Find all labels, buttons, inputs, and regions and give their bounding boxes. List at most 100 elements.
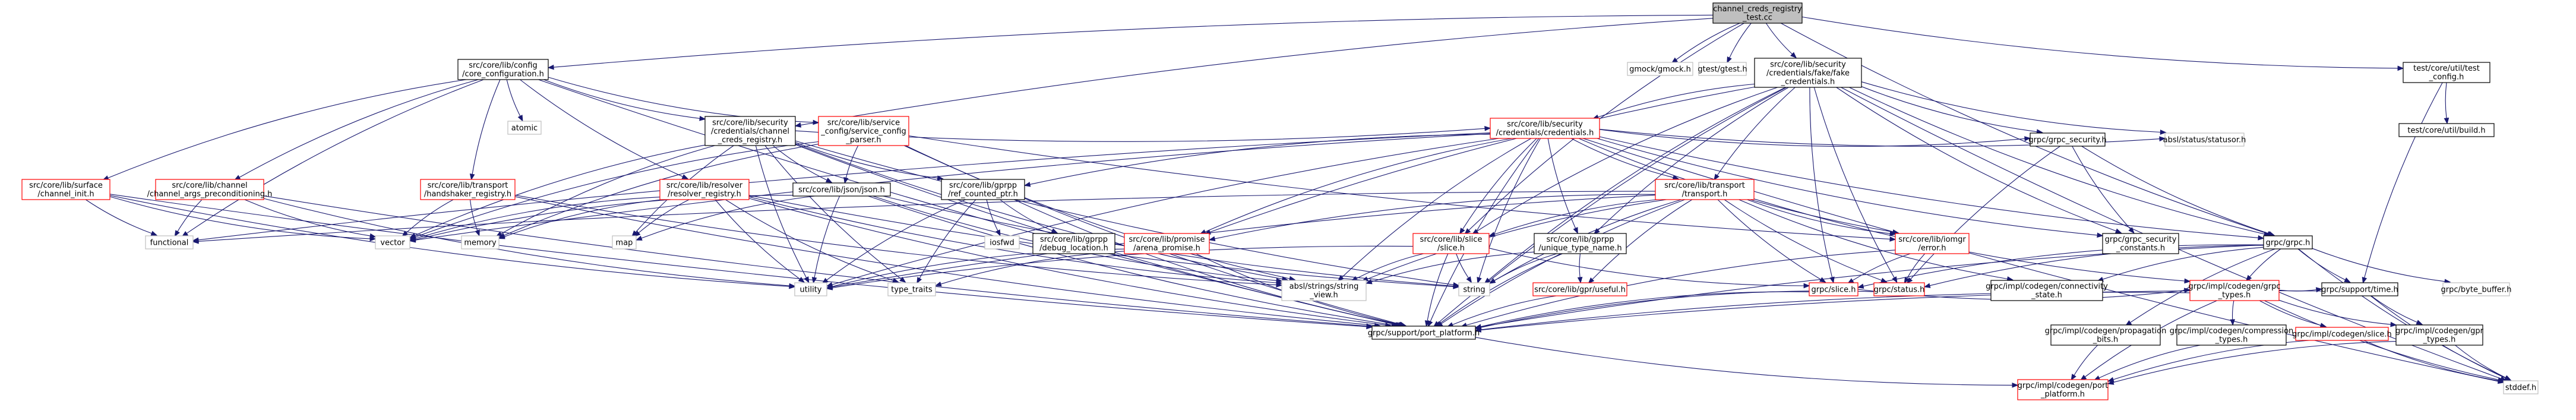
node-grpctypes[interactable]: grpc/impl/codegen/grpc_types.h [2188,280,2281,301]
edge-grpch-to-grpctypes [2245,248,2281,282]
edge-fakecreds-to-transporth [1714,87,1796,181]
node-buildh[interactable]: test/core/util/build.h [2398,123,2495,137]
node-label-line: _types.h [2215,336,2248,345]
edge-grpch-to-grpcslice [1857,244,2264,289]
node-label-line: _types.h [2218,291,2251,300]
node-label-line: functional [150,238,189,247]
edge-credsh-to-sliceh [1459,138,1537,235]
node-label-line: grpc/slice.h [1812,285,1856,294]
node-portplatform[interactable]: grpc/support/port_platform.h [1368,326,1480,340]
node-gprtypes[interactable]: grpc/impl/codegen/gpr_types.h [2395,324,2484,346]
node-jsonh[interactable]: src/core/lib/json/json.h [792,182,891,197]
node-label-line: gmock/gmock.h [1629,65,1691,74]
edge-credsh-to-securityconst [1597,138,2104,238]
edge-portplatform-to-codegenport [1475,337,2019,388]
node-credsh[interactable]: src/core/lib/security/credentials/creden… [1490,118,1600,139]
node-connstate[interactable]: grpc/impl/codegen/connectivity_state.h [1986,280,2108,301]
header-nodes: channel_creds_registry_test.cc src/core/l… [21,2,2539,400]
node-label-line: _constants.h [2116,244,2165,253]
node-refcounted[interactable]: src/core/lib/gprpp/ref_counted_ptr.h [941,179,1025,200]
edge-grpch-to-bytebuffer [2312,248,2451,285]
node-surface[interactable]: src/core/lib/surface/channel_init.h [21,179,110,200]
node-propagation[interactable]: grpc/impl/codegen/propagation_bits.h [2045,324,2167,346]
node-typetraits: type_traits [887,282,936,296]
edge-credsh-to-grpcsecurity [1599,129,2031,147]
node-label-line: _view.h [1309,291,1338,300]
node-codegenport[interactable]: grpc/impl/codegen/port_platform.h [2017,379,2109,400]
node-label-line: utility [800,285,822,294]
edge-root-to-gtest [1727,23,1752,64]
node-fakecreds[interactable]: src/core/lib/security/credentials/fake/f… [1754,58,1862,88]
node-uniquetype[interactable]: src/core/lib/gprpp/unique_type_name.h [1534,233,1627,254]
node-sliceh[interactable]: src/core/lib/slice/slice.h [1412,233,1490,254]
edge-refcounted-to-debugloc [1000,199,1058,233]
node-grpch[interactable]: grpc/grpc.h [2263,235,2313,250]
edge-fakecreds-to-credsh [1592,83,1755,120]
node-label-line: /credentials/fake/fake [1766,69,1850,78]
node-label-line: src/core/lib/gprpp [949,181,1017,190]
node-chcredsreg[interactable]: src/core/lib/security/credentials/channe… [704,116,796,146]
node-arena[interactable]: src/core/lib/promise/arena_promise.h [1124,233,1210,254]
node-label-line: absl/status/statusor.h [2163,135,2246,144]
node-label-line: _credentials.h [1781,77,1835,86]
edge-svcconfig-to-iomgrerror [908,135,1897,242]
node-securityconst[interactable]: grpc/grpc_security_constants.h [2102,233,2179,254]
node-grpcstatus[interactable]: grpc/status.h [1873,282,1925,296]
dependency-edges [85,14,2512,388]
node-label-line: grpc/impl/codegen/grpc [2188,282,2280,291]
node-grpcsecurity[interactable]: grpc/grpc_security.h [2028,132,2107,147]
node-label-line: _config/service_config [820,127,906,136]
node-svcconfig[interactable]: src/core/lib/service_config/service_conf… [818,116,909,146]
edge-transporth-to-useful [1588,199,1693,284]
edge-transporth-to-arena [1208,194,1656,242]
node-handshaker[interactable]: src/core/lib/transport/handshaker_regist… [420,179,516,200]
edge-compression-to-codegenport [2093,345,2201,381]
edge-gprtypes-to-codegenport [2107,341,2397,385]
node-resolver[interactable]: src/core/lib/resolver/resolver_registry.… [659,179,750,200]
edge-surface-to-portplatform [109,194,1373,330]
edge-refcounted-to-utility [821,199,966,284]
node-label-line: grpc/impl/codegen/port [2018,381,2109,390]
node-label-line: src/core/lib/resolver [666,181,743,190]
edge-fakecreds-to-uniquetype [1593,87,1789,235]
edge-config-to-chargs [233,79,479,181]
edge-credsh-to-arena [1199,138,1512,235]
node-codegenslice[interactable]: grpc/impl/codegen/slice.h [2292,327,2392,341]
edge-config-to-chcredsreg [543,79,706,121]
node-label-line: grpc/impl/codegen/compression [2170,327,2294,336]
node-label-line: /error.h [1918,244,1946,253]
node-stringview: absl/strings/string_view.h [1281,280,1367,301]
node-grpcslice[interactable]: grpc/slice.h [1809,282,1858,296]
node-label-line: /channel_init.h [37,190,94,199]
edge-codegenslice-to-stddef [2363,340,2505,383]
node-useful[interactable]: src/core/lib/gpr/useful.h [1532,282,1627,296]
node-debugloc[interactable]: src/core/lib/gprpp/debug_location.h [1032,233,1115,254]
node-utility: utility [794,282,827,296]
edge-grpcslice-to-portplatform [1474,291,1810,330]
node-label-line: grpc/grpc_security.h [2028,135,2106,144]
edge-resolver-to-typetraits [725,199,899,283]
node-config[interactable]: src/core/lib/config/core_configuration.h [457,59,549,80]
edge-sliceh-to-utility [826,245,1414,290]
edge-handshaker-to-vector [402,199,454,237]
node-timeh[interactable]: grpc/support/time.h [2321,282,2398,296]
node-testcfg[interactable]: test/core/util/test_config.h [2403,62,2490,83]
node-chargs[interactable]: src/core/lib/channel/channel_args_precon… [147,179,273,200]
node-compression[interactable]: grpc/impl/codegen/compression_types.h [2170,324,2294,346]
edge-resolver-to-utility [715,199,805,283]
node-root[interactable]: channel_creds_registry_test.cc [1712,2,1803,24]
edge-uniquetype-to-string [1488,253,1557,284]
node-label-line: grpc/support/port_platform.h [1368,329,1480,337]
node-label-line: _bits.h [2093,336,2119,345]
node-label-line: vector [380,238,405,247]
node-gtest: gtest/gtest.h [1698,62,1747,76]
node-label-line: /credentials/credentials.h [1496,129,1594,138]
edge-timeh-to-gprtypes [2370,295,2423,325]
edge-transporth-to-grpcslice [1717,199,1826,283]
node-label-line: grpc/grpc_security [2105,235,2177,244]
node-label-line: /arena_promise.h [1133,244,1200,253]
edge-fakecreds-to-sliceh [1471,87,1778,235]
edge-testcfg-to-timeh [2362,82,2443,284]
node-transporth[interactable]: src/core/lib/transport/transport.h [1655,179,1755,200]
node-iomgrerror[interactable]: src/core/lib/iomgr/error.h [1895,233,1970,254]
